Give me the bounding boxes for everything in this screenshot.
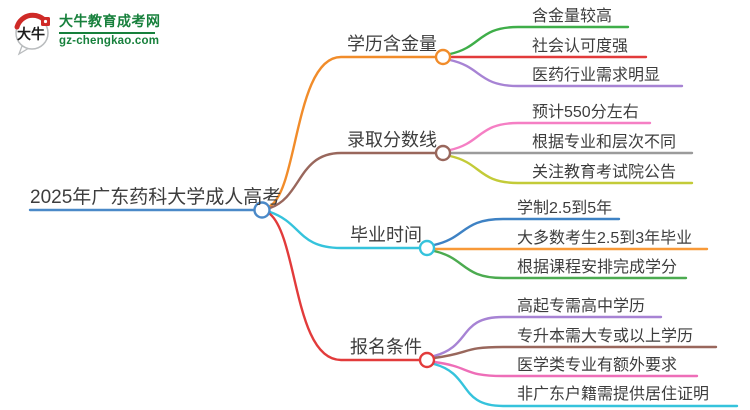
branch-label: 录取分数线 [347, 130, 437, 150]
logo-url: gz-chengkao.com [59, 34, 160, 47]
root-node-label: 2025年广东药科大学成人高考 [30, 187, 282, 208]
leaf-label: 高起专需高中学历 [517, 298, 646, 315]
leaf-curve [432, 362, 739, 408]
leaf-label: 非广东户籍需提供居住证明 [517, 386, 710, 403]
leaf-label: 医学类专业有额外要求 [517, 357, 678, 374]
site-logo: 大牛 大牛教育成考网 gz-chengkao.com [10, 10, 161, 56]
branch-node-circle [434, 48, 452, 66]
branch-label: 毕业时间 [350, 225, 422, 245]
branch-node-circle [434, 144, 452, 162]
leaf-label: 医药行业需求明显 [532, 67, 661, 84]
leaf-curve [448, 154, 694, 185]
leaf-curve [432, 345, 718, 360]
leaf-curve [448, 121, 652, 152]
leaf-curve [432, 217, 621, 247]
leaf-label: 专升本需大专或以上学历 [517, 328, 694, 345]
leaf-curve [432, 315, 663, 358]
leaf-label: 学制2.5到5年 [517, 200, 613, 217]
branch-label: 学历含金量 [347, 34, 437, 54]
leaf-label: 含金量较高 [532, 8, 613, 25]
branch-curve [268, 212, 422, 362]
branch-curve [268, 151, 438, 210]
leaf-label: 预计550分左右 [532, 104, 639, 121]
logo-title: 大牛教育成考网 [59, 13, 161, 29]
leaf-label: 根据课程安排完成学分 [517, 259, 678, 276]
branch-label: 报名条件 [350, 337, 422, 357]
branch-node-circle [418, 351, 436, 369]
leaf-curve [432, 249, 688, 280]
leaf-label: 社会认可度强 [532, 38, 629, 55]
leaf-curve [448, 58, 684, 88]
logo-bubble-icon: 大牛 [14, 12, 50, 56]
root-node-circle [253, 201, 271, 219]
branch-curve [268, 210, 422, 250]
leaf-curve [432, 360, 699, 378]
branch-node-circle [418, 239, 436, 257]
logo-bubble-text: 大牛 [17, 26, 45, 43]
leaf-label: 关注教育考试院公告 [532, 164, 677, 181]
leaf-label: 大多数考生2.5到3年毕业 [517, 230, 693, 247]
logo-divider [59, 31, 155, 34]
leaf-label: 根据专业和层次不同 [532, 134, 677, 151]
branch-curve [268, 55, 438, 208]
leaf-curve [448, 25, 630, 56]
